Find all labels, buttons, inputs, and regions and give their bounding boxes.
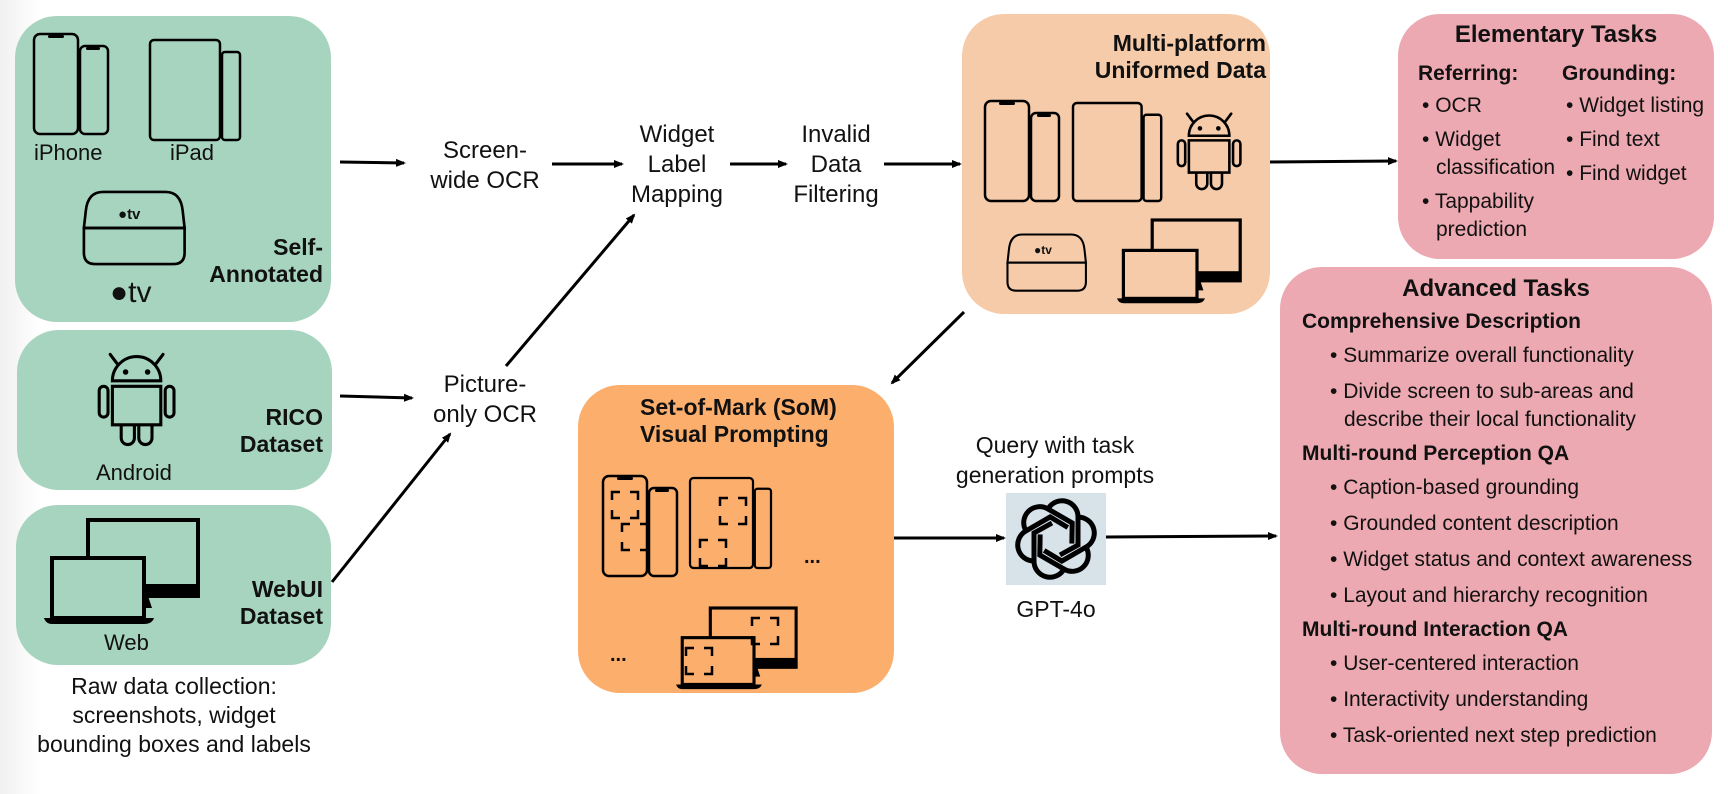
raw-data-caption: Raw data collection: screenshots, widget… xyxy=(37,673,311,757)
elementary-tasks-title: Elementary Tasks xyxy=(1454,21,1658,48)
apple-tv-icon-text: ●tv xyxy=(118,206,141,223)
rico-title: RICO Dataset xyxy=(239,404,323,457)
grounding-list: Grounding: • Widget listing • Find text … xyxy=(1562,60,1722,188)
iphone-label: iPhone xyxy=(34,140,103,165)
invalid-data-filtering-step: Invalid Data Filtering xyxy=(793,121,879,208)
openai-logo xyxy=(1012,498,1100,578)
list-item: • Find text xyxy=(1566,128,1660,151)
uniform-apple-tv-text: ●tv xyxy=(1034,243,1052,257)
list-item: • Caption-based grounding xyxy=(1330,476,1580,499)
list-item: • Widget classification xyxy=(1422,128,1556,179)
uniform-data-title: Multi-platform Uniformed Data xyxy=(1094,30,1266,83)
self-annotated-title: Self- Annotated xyxy=(209,234,323,287)
list-item: • Summarize overall functionality xyxy=(1330,344,1634,367)
list-item: • OCR xyxy=(1422,94,1482,117)
som-title: Set-of-Mark (SoM) Visual Prompting xyxy=(640,394,837,447)
android-label: Android xyxy=(96,460,172,485)
screen-wide-ocr-step: Screen- wide OCR xyxy=(430,137,540,194)
ipad-label: iPad xyxy=(170,140,215,165)
advanced-tasks-list: Comprehensive Description • Summarize ov… xyxy=(1302,306,1712,754)
advanced-tasks-title: Advanced Tasks xyxy=(1402,275,1590,302)
advanced-tasks-box xyxy=(1280,267,1712,774)
list-item: • User-centered interaction xyxy=(1330,652,1579,675)
self-annotated-box xyxy=(15,16,331,322)
query-prompt-text: Query with task generation prompts xyxy=(955,432,1155,488)
gpt-logo-bg xyxy=(1006,493,1106,585)
gpt-4o-label: GPT-4o xyxy=(1016,596,1096,622)
list-item: • Task-oriented next step prediction xyxy=(1330,724,1657,747)
som-ellipsis-2: ... xyxy=(610,644,627,666)
elementary-tasks-box xyxy=(1398,14,1714,259)
som-ellipsis-1: ... xyxy=(804,546,821,568)
picture-only-ocr-step: Picture- only OCR xyxy=(432,371,538,428)
list-item: • Interactivity understanding xyxy=(1330,688,1589,711)
apple-tv-logo: ●tv xyxy=(110,276,152,309)
uniform-data-box xyxy=(962,14,1270,314)
list-item: • Find widget xyxy=(1566,162,1687,185)
widget-label-mapping-step: Widget Label Mapping xyxy=(630,121,724,208)
list-item: • Widget status and context awareness xyxy=(1330,548,1693,571)
list-item: • Widget listing xyxy=(1566,94,1705,117)
web-label: Web xyxy=(104,630,149,655)
list-item: • Layout and hierarchy recognition xyxy=(1330,584,1648,607)
list-item: • Divide screen to sub-areas and describ… xyxy=(1330,380,1636,431)
list-item: • Tappability prediction xyxy=(1422,190,1535,241)
referring-list: Referring: • OCR • Widget classification… xyxy=(1418,60,1568,244)
webui-title: WebUI Dataset xyxy=(239,576,323,629)
list-item: • Grounded content description xyxy=(1330,512,1619,535)
